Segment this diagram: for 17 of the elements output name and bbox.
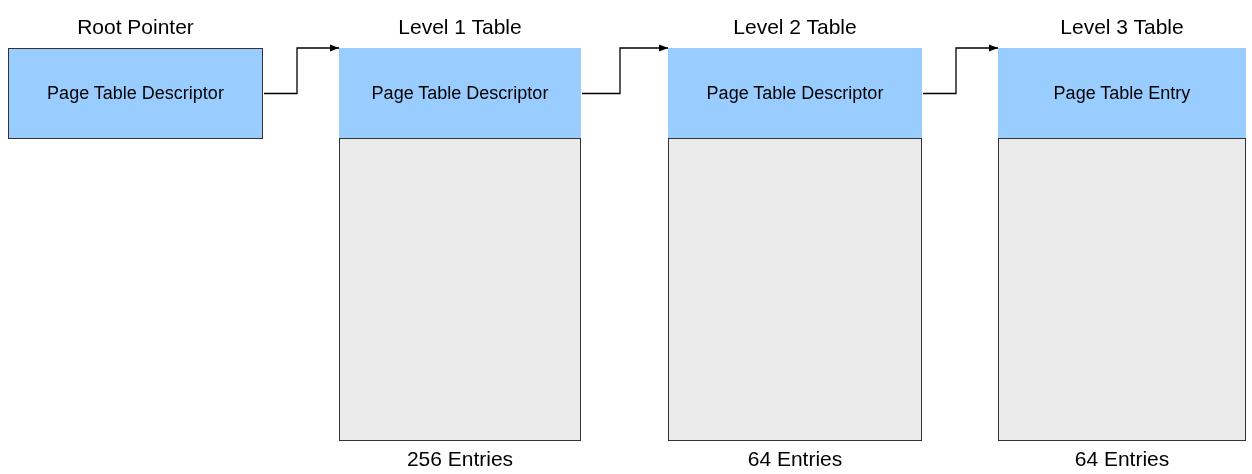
pointer-arrow [581, 44, 669, 95]
table-entry-box [339, 48, 581, 139]
entry-label: Page Table Descriptor [47, 82, 224, 105]
entry-label: Page Table Entry [1053, 81, 1191, 105]
pointer-arrow [263, 44, 340, 95]
table-entry-box [998, 48, 1246, 139]
entry-count: 256 Entries [405, 445, 515, 472]
table-entry-box [668, 48, 922, 139]
entry-label: Page Table Descriptor [706, 81, 884, 105]
entry-count: 64 Entries [746, 445, 844, 472]
table-heading: Level 3 Table [1059, 14, 1185, 40]
entry-label: Page Table Descriptor [371, 81, 549, 105]
table-heading: Level 1 Table [397, 14, 523, 40]
table-heading: Level 2 Table [732, 14, 858, 40]
table-heading: Root Pointer [76, 14, 195, 40]
pointer-arrow [922, 44, 999, 95]
entry-count: 64 Entries [1073, 445, 1171, 472]
